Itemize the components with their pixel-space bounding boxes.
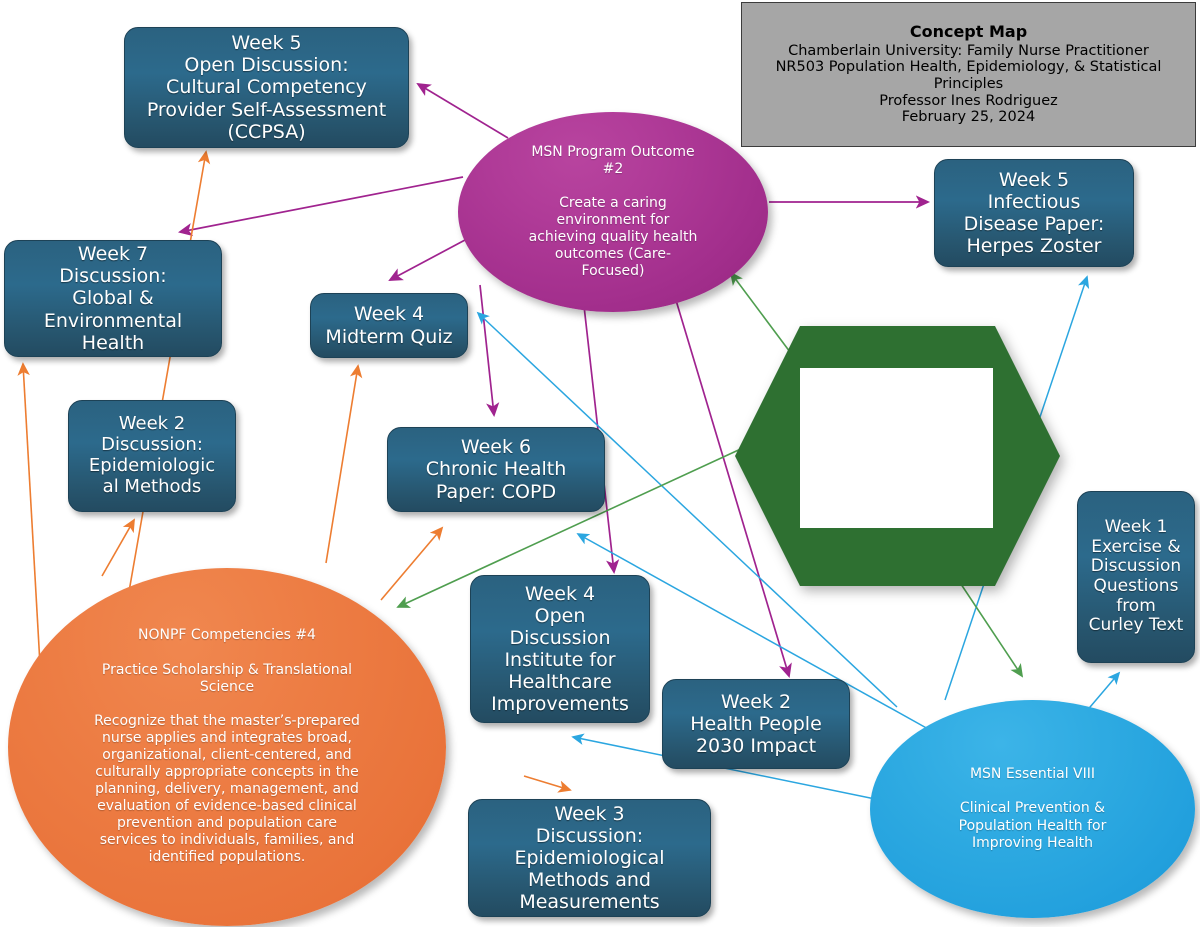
edge-nonpf-to-week7 — [17, 362, 43, 701]
title-line-5: February 25, 2024 — [901, 109, 1036, 126]
week-5-infectious-disease-paper-label: Week 5 Infectious Disease Paper: Herpes … — [963, 168, 1105, 258]
hexagon-inner-panel — [800, 368, 993, 528]
title-line-1: Chamberlain University: Family Nurse Pra… — [788, 42, 1149, 59]
week-3-discussion-epidemiological-methods-box[interactable]: Week 3 Discussion: Epidemiological Metho… — [468, 799, 711, 917]
week-5-infectious-disease-paper-box[interactable]: Week 5 Infectious Disease Paper: Herpes … — [934, 159, 1134, 267]
week-6-chronic-health-paper-copd-box[interactable]: Week 6 Chronic Health Paper: COPD — [387, 427, 605, 512]
nonpf-competencies-4-ellipse[interactable]: NONPF Competencies #4 Practice Scholarsh… — [8, 568, 446, 926]
title-heading: Concept Map — [909, 22, 1028, 42]
edge-outcome2-to-week6-copd — [479, 284, 500, 418]
week-3-discussion-epidemiological-methods-label: Week 3 Discussion: Epidemiological Metho… — [514, 802, 665, 914]
week-4-open-discussion-ihi-label: Week 4 Open Discussion Institute for Hea… — [491, 582, 629, 716]
week-6-chronic-health-paper-copd-label: Week 6 Chronic Health Paper: COPD — [425, 436, 567, 503]
edge-nonpf-to-week2-epi — [101, 518, 135, 577]
week-2-discussion-epidemiological-methods-box[interactable]: Week 2 Discussion: Epidemiologic al Meth… — [68, 400, 236, 512]
edge-outcome2-to-week7 — [177, 176, 464, 237]
week-2-healthy-people-2030-box[interactable]: Week 2 Health People 2030 Impact — [662, 679, 850, 769]
week-5-open-discussion-box[interactable]: Week 5 Open Discussion: Cultural Compete… — [124, 27, 409, 148]
nonpf-competencies-4-label: NONPF Competencies #4 Practice Scholarsh… — [94, 627, 360, 866]
title-line-4: Professor Ines Rodriguez — [879, 92, 1058, 109]
concept-map-title-card: Concept Map Chamberlain University: Fami… — [741, 2, 1196, 147]
edge-outcome2-to-week4-midterm — [388, 239, 466, 281]
title-line-2: NR503 Population Health, Epidemiology, &… — [775, 59, 1162, 76]
week-1-exercise-discussion-questions-label: Week 1 Exercise & Discussion Questions f… — [1088, 516, 1184, 636]
msn-program-outcome-2-ellipse[interactable]: MSN Program Outcome #2 Create a caring e… — [458, 112, 768, 312]
week-4-midterm-quiz-box[interactable]: Week 4 Midterm Quiz — [310, 293, 468, 358]
week-2-healthy-people-2030-label: Week 2 Health People 2030 Impact — [690, 690, 822, 758]
msn-essential-viii-ellipse[interactable]: MSN Essential VIII Clinical Prevention &… — [870, 700, 1195, 918]
edge-outcome2-to-week5-ccpsa — [416, 82, 509, 139]
title-line-3: Principles — [933, 75, 1004, 92]
edge-nonpf-to-week4-midterm — [325, 364, 363, 564]
week-4-midterm-quiz-label: Week 4 Midterm Quiz — [325, 303, 453, 348]
msn-essential-viii-label: MSN Essential VIII Clinical Prevention &… — [958, 766, 1107, 851]
week-4-open-discussion-ihi-box[interactable]: Week 4 Open Discussion Institute for Hea… — [470, 575, 650, 723]
edge-nonpf-to-week6-copd — [380, 526, 444, 601]
center-hexagon-shape[interactable] — [735, 326, 1060, 586]
week-7-discussion-box[interactable]: Week 7 Discussion: Global & Environmenta… — [4, 240, 222, 357]
week-2-discussion-epidemiological-methods-label: Week 2 Discussion: Epidemiologic al Meth… — [88, 413, 216, 497]
edge-nonpf-to-week3-epi — [523, 775, 572, 793]
week-7-discussion-label: Week 7 Discussion: Global & Environmenta… — [43, 243, 183, 354]
msn-program-outcome-2-label: MSN Program Outcome #2 Create a caring e… — [528, 143, 698, 280]
week-1-exercise-discussion-questions-box[interactable]: Week 1 Exercise & Discussion Questions f… — [1077, 491, 1195, 663]
week-5-open-discussion-label: Week 5 Open Discussion: Cultural Compete… — [146, 32, 387, 143]
